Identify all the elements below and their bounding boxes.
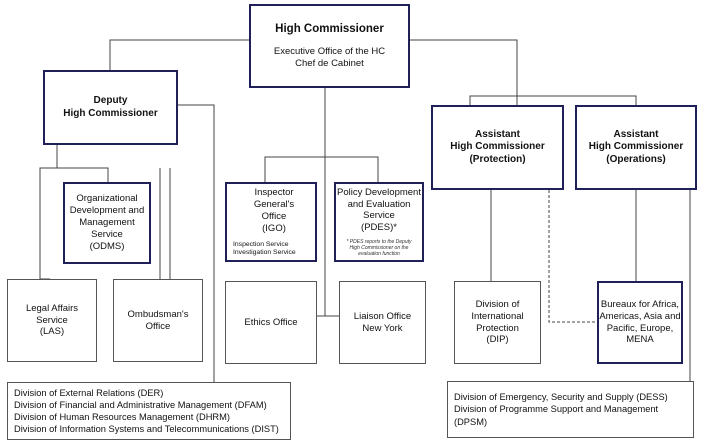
deputy-division-item: Division of Financial and Administrative… bbox=[14, 399, 267, 410]
ahc-operations-title: Assistant High Commissioner (Operations) bbox=[588, 128, 684, 165]
deputy-division-item: Division of External Relations (DER) bbox=[14, 387, 164, 398]
ombudsman-box: Ombudsman's Office bbox=[113, 279, 203, 362]
connector-bus-protection-operations bbox=[516, 95, 637, 105]
connector-igo-pdes bbox=[264, 156, 379, 182]
liaison-office-label: Liaison Office New York bbox=[353, 310, 412, 334]
pdes-box: Policy Development and Evaluation Servic… bbox=[334, 182, 424, 262]
operations-divisions-box: Division of Emergency, Security and Supp… bbox=[447, 381, 694, 438]
connector-hc-bus bbox=[109, 39, 249, 70]
odms-box: Organizational Development and Managemen… bbox=[63, 182, 151, 264]
connector-ahc-protection-branch bbox=[469, 95, 517, 105]
connector-dashed-protection-bureaux bbox=[548, 190, 597, 323]
ombudsman-label: Ombudsman's Office bbox=[127, 308, 189, 332]
las-label: Legal Affairs Service (LAS) bbox=[25, 302, 79, 338]
connector-deputy-odms bbox=[57, 167, 109, 182]
deputy-division-item: Division of Human Resources Management (… bbox=[14, 412, 230, 422]
ahc-protection-title: Assistant High Commissioner (Protection) bbox=[450, 128, 545, 165]
liaison-office-box: Liaison Office New York bbox=[339, 281, 426, 364]
connector-hc-bus-right bbox=[410, 39, 518, 105]
ahc-operations-box: Assistant High Commissioner (Operations) bbox=[575, 105, 697, 190]
connector-deputy-left bbox=[39, 145, 58, 279]
igo-label: Inspector General's Office (IGO) bbox=[253, 187, 295, 234]
odms-label: Organizational Development and Managemen… bbox=[69, 193, 145, 252]
dip-box: Division of International Protection (DI… bbox=[454, 281, 541, 364]
pdes-footnote: * PDES reports to the Deputy High Commis… bbox=[346, 239, 412, 257]
deputy-high-commissioner-box: Deputy High Commissioner bbox=[43, 70, 178, 145]
high-commissioner-box: High Commissioner Executive Office of th… bbox=[249, 4, 410, 88]
high-commissioner-title: High Commissioner bbox=[275, 22, 384, 35]
las-box: Legal Affairs Service (LAS) bbox=[7, 279, 97, 362]
deputy-high-commissioner-title: Deputy High Commissioner bbox=[63, 95, 158, 119]
bureaux-box: Bureaux for Africa, Americas, Asia and P… bbox=[597, 281, 683, 364]
operations-division-item: Division of Emergency, Security and Supp… bbox=[454, 392, 668, 403]
operations-division-item: Division of Programme Support and Manage… bbox=[454, 404, 659, 427]
deputy-division-item: Division of Information Systems and Tele… bbox=[14, 424, 279, 435]
executive-office-label: Executive Office of the HC bbox=[273, 46, 386, 58]
dip-label: Division of International Protection (DI… bbox=[471, 298, 524, 346]
ethics-office-label: Ethics Office bbox=[244, 316, 298, 328]
ahc-protection-box: Assistant High Commissioner (Protection) bbox=[431, 105, 564, 190]
connector-deputy-divisions bbox=[178, 104, 215, 382]
ethics-office-box: Ethics Office bbox=[225, 281, 317, 364]
igo-sub-services: Inspection Service Investigation Service bbox=[233, 240, 296, 256]
igo-box: Inspector General's Office (IGO) Inspect… bbox=[225, 182, 317, 262]
bureaux-label: Bureaux for Africa, Americas, Asia and P… bbox=[599, 298, 681, 346]
pdes-label: Policy Development and Evaluation Servic… bbox=[337, 186, 421, 234]
chef-de-cabinet-label: Chef de Cabinet bbox=[295, 58, 364, 70]
deputy-divisions-box: Division of External Relations (DER) Div… bbox=[7, 382, 291, 440]
